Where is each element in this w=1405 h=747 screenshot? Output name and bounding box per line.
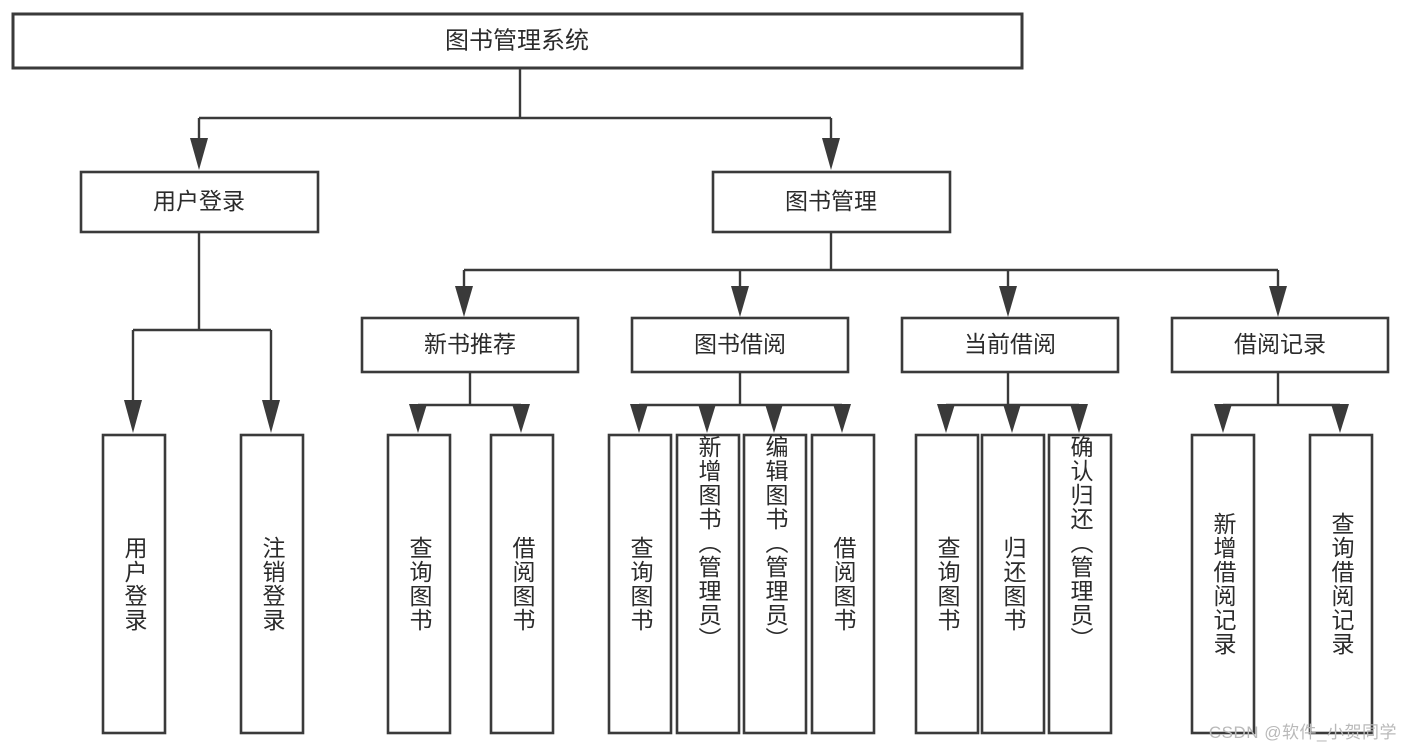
arrow-nbr-0 [409,404,427,433]
leaf-box-br-1[interactable] [1308,433,1374,735]
arrow-l3-0 [455,286,473,317]
arrow-br-0 [1214,404,1232,433]
node-new-book-recommend-label: 新书推荐 [424,331,516,357]
leaf-box-br-0[interactable] [1190,433,1256,735]
arrow-bb-3 [833,404,851,433]
node-book-borrow[interactable]: 图书借阅 [630,316,850,374]
arrow-bb-2 [765,404,783,433]
node-current-borrow-box[interactable] [900,316,1120,374]
arrow-l3-1 [731,286,749,317]
node-root[interactable]: 图书管理系统 [11,12,1024,70]
leaf-box-nbr-0[interactable] [386,433,452,735]
watermark-text: CSDN @软件_小贺同学 [1208,723,1397,742]
leaf-box-cb-2[interactable] [1047,433,1113,735]
node-current-borrow-label: 当前借阅 [964,331,1056,357]
arrow-cb-0 [937,404,955,433]
node-user-login-box[interactable] [79,170,320,234]
arrow-ul-leaf-1 [262,400,280,433]
leaf-box-cb-1[interactable] [980,433,1046,735]
arrow-l3-2 [999,286,1017,317]
node-root-label: 图书管理系统 [445,27,589,54]
node-new-book-recommend-box[interactable] [360,316,580,374]
arrow-l3-3 [1269,286,1287,317]
leaf-box-bb-2[interactable] [742,433,808,735]
node-borrow-record-label: 借阅记录 [1234,331,1326,357]
arrow-book-manage [822,138,840,170]
node-borrow-record-box[interactable] [1170,316,1390,374]
arrow-cb-2 [1070,404,1088,433]
node-book-borrow-box[interactable] [630,316,850,374]
leaf-box-bb-1[interactable] [675,433,741,735]
connector-layer [124,68,1349,433]
node-current-borrow[interactable]: 当前借阅 [900,316,1120,374]
node-user-login[interactable]: 用户登录 [79,170,320,234]
leaf-box-layer [101,433,1374,735]
node-book-manage-label: 图书管理 [785,188,877,214]
node-root-box[interactable] [11,12,1024,70]
node-book-manage-box[interactable] [711,170,952,234]
node-new-book-recommend[interactable]: 新书推荐 [360,316,580,374]
arrow-user-login [190,138,208,170]
arrow-br-1 [1331,404,1349,433]
leaf-box-bb-3[interactable] [810,433,876,735]
arrow-bb-1 [698,404,716,433]
leaf-box-cb-0[interactable] [914,433,980,735]
node-borrow-record[interactable]: 借阅记录 [1170,316,1390,374]
arrow-bb-0 [630,404,648,433]
arrow-ul-leaf-0 [124,400,142,433]
arrow-nbr-1 [512,404,530,433]
arrow-cb-1 [1003,404,1021,433]
leaf-box-bb-0[interactable] [607,433,673,735]
leaf-box-user-login-0[interactable] [101,433,167,735]
node-book-manage[interactable]: 图书管理 [711,170,952,234]
node-user-login-label: 用户登录 [153,188,245,214]
leaf-box-nbr-1[interactable] [489,433,555,735]
node-book-borrow-label: 图书借阅 [694,331,786,357]
leaf-box-user-login-1[interactable] [239,433,305,735]
